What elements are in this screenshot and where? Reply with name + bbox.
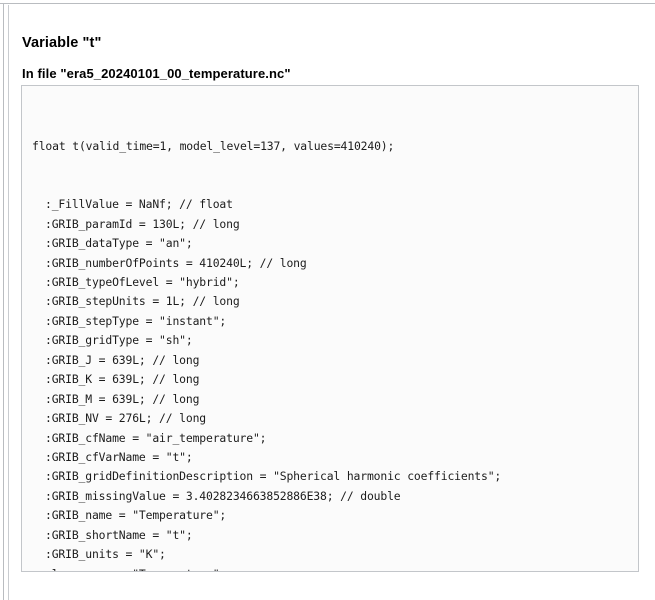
code-line-attribute: :GRIB_NV = 276L; // long	[45, 411, 206, 426]
code-line-attribute: :GRIB_M = 639L; // long	[45, 391, 200, 406]
code-line-declaration: float t(valid_time=1, model_level=137, v…	[32, 138, 395, 153]
variable-detail-pane: Variable "t" In file "era5_20240101_00_t…	[9, 5, 655, 600]
code-line-attribute: :GRIB_cfName = "air_temperature";	[45, 430, 267, 445]
code-line-attribute: :GRIB_units = "K";	[45, 547, 166, 562]
code-line-attribute: :GRIB_J = 639L; // long	[45, 352, 200, 367]
code-line-attribute: :_FillValue = NaNf; // float	[45, 197, 233, 212]
code-line-attribute: :GRIB_K = 639L; // long	[45, 372, 200, 387]
code-line-attribute: :GRIB_name = "Temperature";	[45, 508, 227, 523]
code-line-attribute: :GRIB_gridType = "sh";	[45, 333, 193, 348]
page-title: Variable "t"	[22, 35, 102, 51]
left-panel-divider	[8, 5, 9, 600]
code-lines: float t(valid_time=1, model_level=137, v…	[32, 98, 634, 571]
code-line-attribute: :GRIB_numberOfPoints = 410240L; // long	[45, 255, 307, 270]
code-line-attribute: :GRIB_stepType = "instant";	[45, 313, 227, 328]
code-line-attribute: :GRIB_dataType = "an";	[45, 236, 193, 251]
code-line-attribute: :GRIB_stepUnits = 1L; // long	[45, 294, 240, 309]
code-line-attribute: :GRIB_typeOfLevel = "hybrid";	[45, 275, 240, 289]
code-line-attribute: :GRIB_shortName = "t";	[45, 527, 193, 542]
window-top-divider	[0, 0, 655, 4]
code-line-attribute: :GRIB_cfVarName = "t";	[45, 449, 193, 464]
file-subtitle: In file "era5_20240101_00_temperature.nc…	[22, 66, 291, 81]
left-panel-gutter	[0, 4, 4, 600]
code-line-attribute: :GRIB_paramId = 130L; // long	[45, 216, 240, 231]
code-line-attribute: :long_name = "Temperature";	[32, 565, 634, 571]
code-line-attribute: :GRIB_gridDefinitionDescription = "Spher…	[45, 469, 502, 484]
code-attribute-list: :_FillValue = NaNf; // float :GRIB_paramI…	[32, 195, 634, 571]
variable-metadata-code-block[interactable]: float t(valid_time=1, model_level=137, v…	[21, 85, 639, 572]
code-line-attribute: :GRIB_missingValue = 3.4028234663852886E…	[45, 488, 401, 503]
